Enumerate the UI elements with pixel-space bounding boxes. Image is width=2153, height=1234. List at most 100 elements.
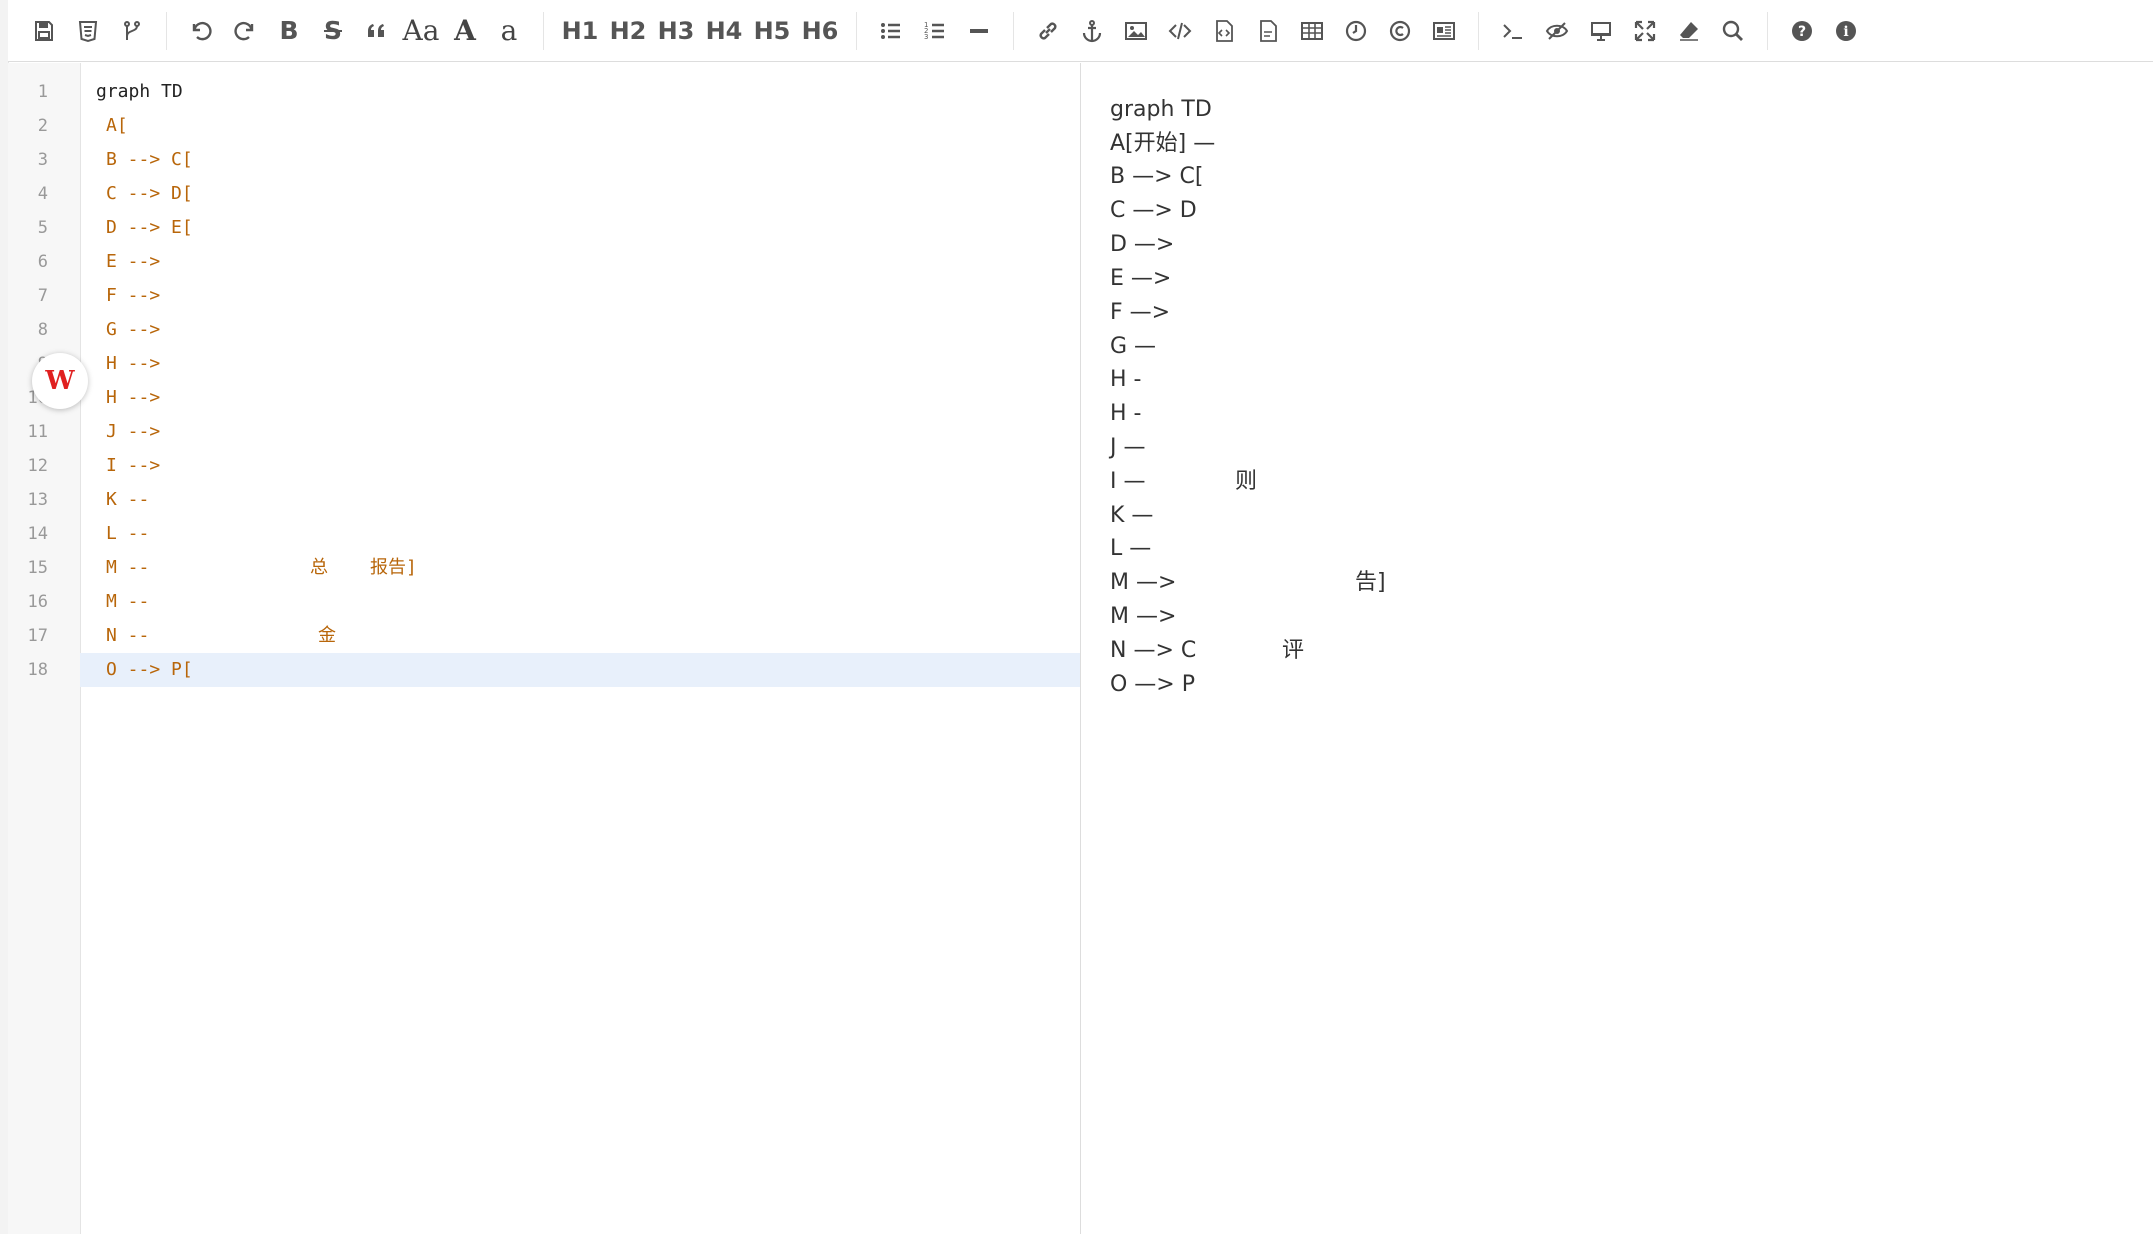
code-line[interactable]: H --> [106, 387, 161, 408]
code-line[interactable]: N -- 金 [80, 619, 1080, 653]
wps-floating-icon[interactable]: W [32, 353, 88, 409]
code-line-text: M -- [106, 557, 150, 578]
save-icon[interactable] [22, 9, 66, 53]
line-number: 5 [37, 218, 48, 238]
branch-icon[interactable] [110, 9, 154, 53]
markdown-editor[interactable]: 1 2 3 4 5 6 7 8 9 10 11 12 13 14 15 16 1… [8, 63, 1081, 1234]
monitor-icon[interactable] [1579, 9, 1623, 53]
code-line[interactable]: B --> C[ [106, 149, 193, 170]
preview-line: J — [1110, 435, 1146, 460]
line-number: 7 [37, 286, 48, 306]
code-line[interactable]: I --> [106, 455, 161, 476]
markdown-preview: graph TD A[开始] — B —> C[ C —> D D —> E —… [1082, 63, 2153, 1234]
toolbar-group-view [1491, 9, 1755, 53]
undo-icon[interactable] [179, 9, 223, 53]
code-line[interactable]: K -- [106, 489, 150, 510]
datetime-icon[interactable] [1334, 9, 1378, 53]
html-entity-icon[interactable] [1422, 9, 1466, 53]
heading-5-button[interactable]: H5 [753, 16, 791, 45]
toolbar-divider [543, 11, 544, 50]
heading-2-button[interactable]: H2 [609, 16, 647, 45]
line-number: 12 [27, 456, 48, 476]
anchor-icon[interactable] [1070, 9, 1114, 53]
preview-fragment: 则 [1235, 469, 1258, 494]
redo-icon[interactable] [223, 9, 267, 53]
info-icon[interactable]: i [1824, 9, 1868, 53]
horizontal-rule-icon[interactable] [957, 9, 1001, 53]
pagebreak-icon[interactable] [1246, 9, 1290, 53]
toolbar-group-headings: H1 H2 H3 H4 H5 H6 [556, 9, 844, 53]
heading-6-button[interactable]: H6 [801, 16, 839, 45]
code-line[interactable]: M --总报告] [80, 551, 1080, 585]
svg-text:?: ? [1798, 24, 1806, 40]
eraser-icon[interactable] [1667, 9, 1711, 53]
svg-text:i: i [1843, 24, 1848, 40]
font-style-icon[interactable]: a [500, 14, 518, 47]
line-number: 14 [27, 524, 48, 544]
line-number-gutter: 1 2 3 4 5 6 7 8 9 10 11 12 13 14 15 16 1… [8, 63, 81, 1234]
link-icon[interactable] [1026, 9, 1070, 53]
svg-text:3: 3 [924, 33, 928, 41]
terminal-icon[interactable] [1491, 9, 1535, 53]
code-fragment: 金 [318, 625, 336, 646]
code-line[interactable]: J --> [106, 421, 161, 442]
preview-line-text: I — [1110, 469, 1146, 494]
preview-line: B —> C[ [1110, 164, 1204, 189]
list-ul-icon[interactable] [869, 9, 913, 53]
line-number: 18 [27, 660, 48, 680]
preview-line: D —> [1110, 232, 1175, 257]
code-line[interactable]: G --> [106, 319, 172, 340]
html-icon[interactable] [66, 9, 110, 53]
line-number: 3 [37, 150, 48, 170]
code-line[interactable]: D --> E[ [106, 217, 193, 238]
toolbar-group-insert [1026, 9, 1466, 53]
preview-fragment: 告] [1355, 570, 1386, 595]
code-line[interactable]: C --> D[ [106, 183, 193, 204]
code-icon[interactable] [1158, 9, 1202, 53]
toolbar-group-file [22, 9, 154, 53]
preview-line-text: N —> C [1110, 638, 1197, 663]
preview-line: I — 则 [1110, 465, 1257, 499]
code-line[interactable]: graph TD [96, 81, 183, 102]
preview-line: graph TD [1110, 97, 1212, 122]
table-icon[interactable] [1290, 9, 1334, 53]
heading-1-button[interactable]: H1 [561, 16, 599, 45]
toolbar-divider [1013, 11, 1014, 50]
image-icon[interactable] [1114, 9, 1158, 53]
code-block-icon[interactable] [1202, 9, 1246, 53]
preview-toggle-icon[interactable] [1535, 9, 1579, 53]
code-line[interactable]: E --> [106, 251, 172, 272]
toolbar-divider [166, 11, 167, 50]
heading-3-button[interactable]: H3 [657, 16, 695, 45]
line-number: 15 [27, 558, 48, 578]
line-number: 13 [27, 490, 48, 510]
code-line-active[interactable]: O --> P[ [80, 653, 1080, 687]
code-line[interactable]: H --> [106, 353, 161, 374]
code-line[interactable]: L -- [106, 523, 150, 544]
line-number: 6 [37, 252, 48, 272]
svg-text:2: 2 [924, 27, 928, 35]
font-case-icon[interactable]: Aa [402, 14, 440, 47]
preview-line: A[开始] — [1110, 131, 1216, 156]
preview-line: E —> [1110, 266, 1172, 291]
search-icon[interactable] [1711, 9, 1755, 53]
quote-icon[interactable] [355, 9, 399, 53]
fullscreen-icon[interactable] [1623, 9, 1667, 53]
code-line[interactable]: M -- [106, 591, 150, 612]
bold-icon[interactable]: B [279, 16, 299, 45]
code-line-text: N -- [106, 625, 150, 646]
code-line[interactable]: A[ [106, 115, 128, 136]
line-number: 8 [37, 320, 48, 340]
copyright-icon[interactable] [1378, 9, 1422, 53]
font-size-icon[interactable]: A [454, 14, 476, 47]
code-line[interactable]: F --> [106, 285, 172, 306]
help-icon[interactable]: ? [1780, 9, 1824, 53]
preview-line: F —> [1110, 300, 1171, 325]
preview-line: M —>告] [1110, 566, 1386, 600]
strikethrough-icon[interactable]: S [323, 16, 342, 45]
heading-4-button[interactable]: H4 [705, 16, 743, 45]
